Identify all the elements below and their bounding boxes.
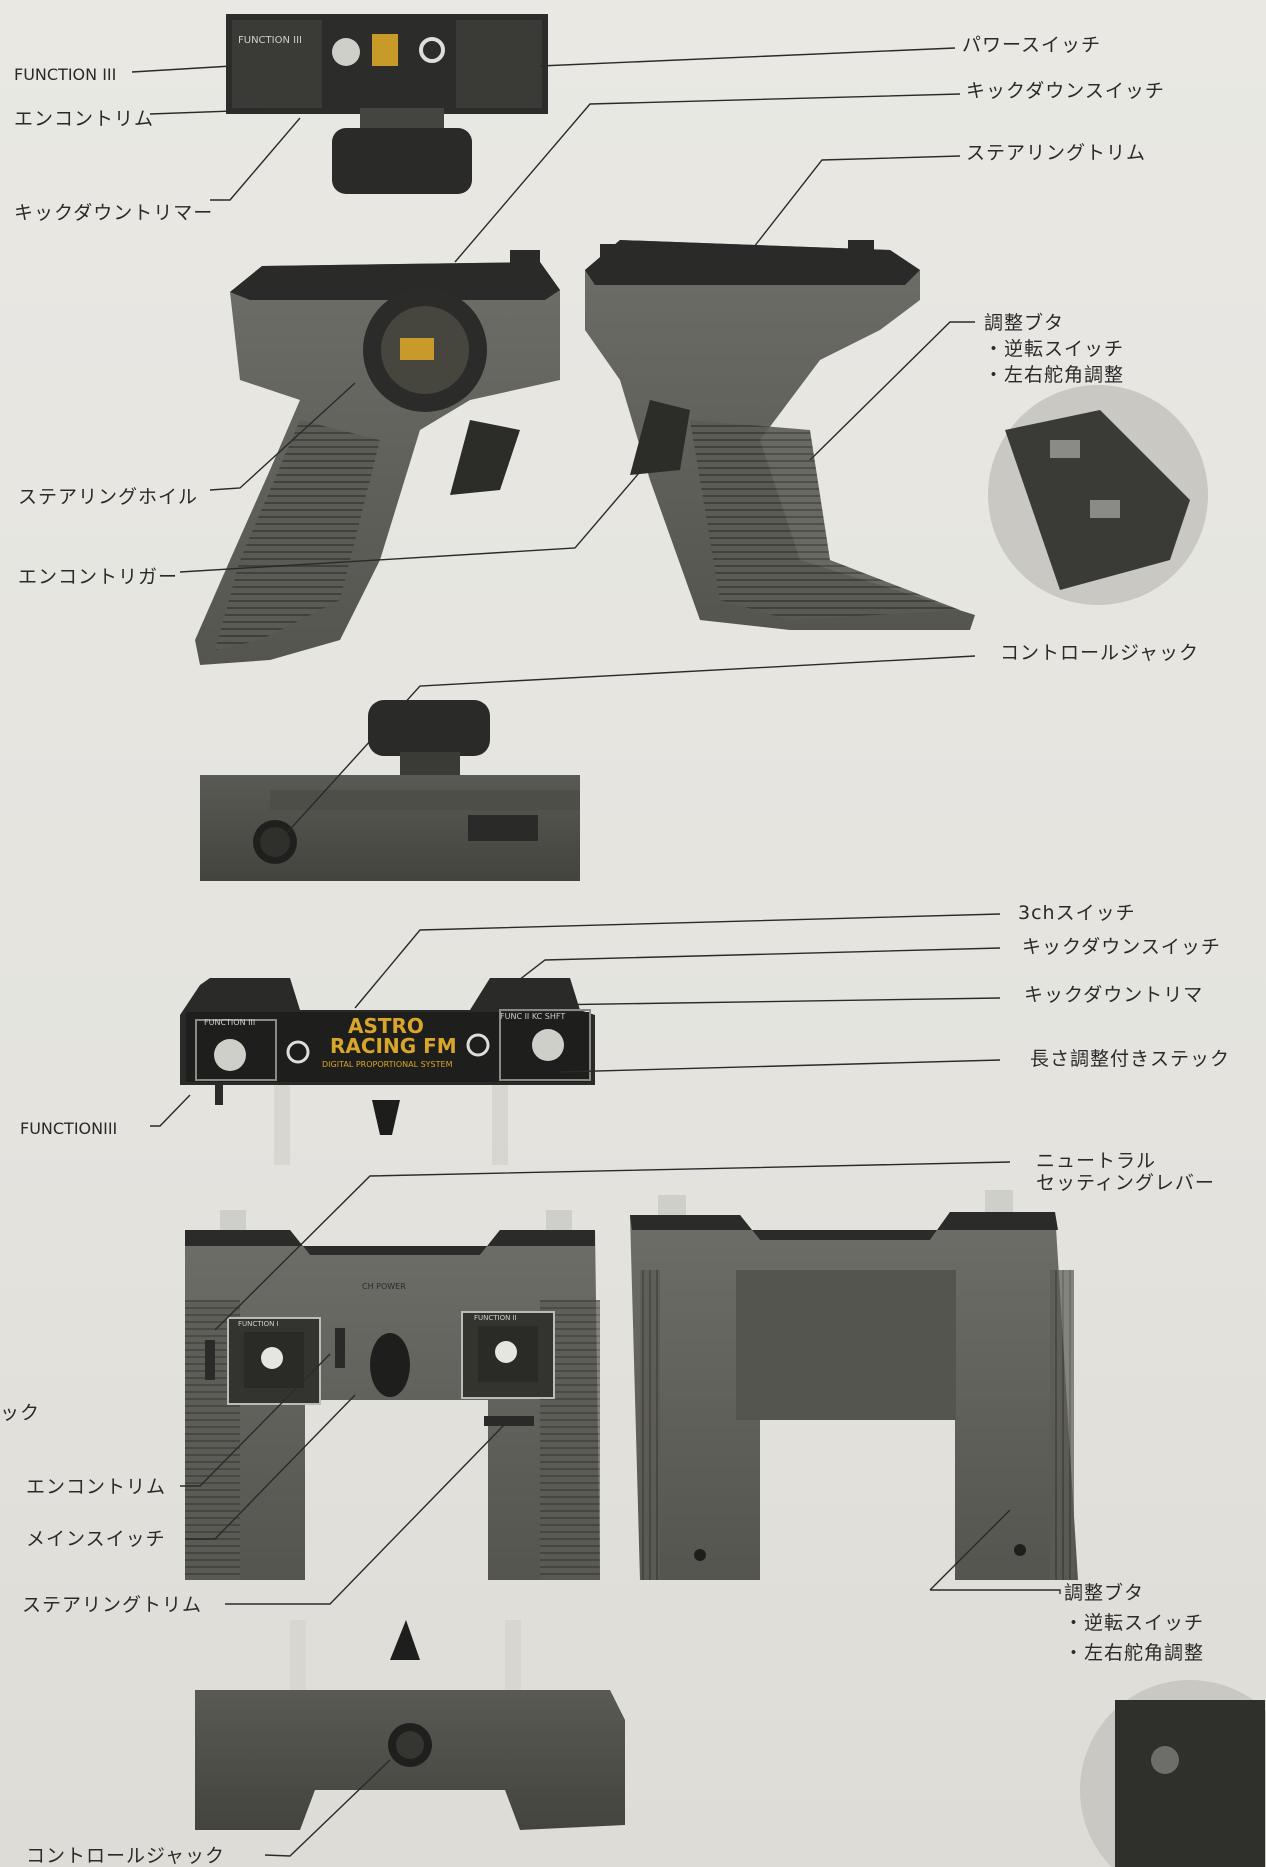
label-kickdown-trimmer-upper: キックダウントリマー [14,202,214,224]
adjust-cover-lower-title: 調整ブタ [1064,1582,1145,1604]
panel-function-iii-upper: FUNCTION III [238,35,302,46]
adjust-cover-upper-item-1: ・逆転スイッチ [984,338,1125,360]
face-front [185,1210,600,1580]
adjust-cover-lower: 調整ブタ ・逆転スイッチ ・左右舵角調整 [1064,1582,1204,1664]
label-control-jack-lower: コントロールジャック [26,1845,226,1867]
adjust-cover-upper-title: 調整ブタ [984,312,1065,334]
label-neutral-setting-lever: ニュートラル セッティングレバー [1036,1150,1215,1194]
label-function-iii-upper: FUNCTION III [14,65,117,84]
panel-function-i: FUNCTION I [238,1320,279,1328]
neutral-lever-line-2: セッティングレバー [1036,1172,1215,1194]
neutral-lever-line-1: ニュートラル [1036,1150,1157,1172]
label-length-adjust-stick: 長さ調整付きステック [1030,1048,1231,1070]
grip-left [195,250,560,665]
face-back [630,1190,1078,1580]
adjust-cover-lower-item-2: ・左右舵角調整 [1064,1642,1205,1664]
label-engine-trim-upper: エンコントリム [14,108,155,130]
label-kickdown-trimmer-lower: キックダウントリマ [1024,984,1204,1006]
top-unit-upper [226,14,548,194]
bottom-unit-lower [195,1620,625,1830]
top-unit-lower [180,978,595,1165]
grip-right [585,240,975,630]
leader-lines [131,47,1061,1857]
label-steering-trim-lower: ステアリングトリム [22,1594,203,1616]
brand-line-1: ASTRO [348,1014,424,1038]
panel-function-ii: FUNCTION II [474,1314,517,1322]
label-kickdown-switch-lower: キックダウンスイッチ [1022,936,1221,958]
inset-detail-lower [1080,1680,1266,1867]
label-steering-trim-upper: ステアリングトリム [966,142,1147,164]
adjust-cover-upper: 調整ブタ ・逆転スイッチ ・左右舵角調整 [984,312,1124,386]
panel-ch-power: CH POWER [362,1282,406,1291]
adjust-cover-lower-item-1: ・逆転スイッチ [1064,1612,1205,1634]
label-engine-trigger: エンコントリガー [18,566,179,588]
inset-detail-upper [988,385,1208,605]
label-power-switch: パワースイッチ [962,34,1102,56]
brand-sub: DIGITAL PROPORTIONAL SYSTEM [322,1060,453,1069]
label-function-iii-lower: FUNCTIONIII [20,1119,118,1138]
panel-func-label: FUNC II KC SHFT [500,1012,566,1021]
label-partial-left: ック [0,1402,41,1424]
label-engine-trim-lower: エンコントリム [26,1476,167,1498]
panel-function-iii-lower: FUNCTION III [204,1018,256,1027]
brand-line-2: RACING FM [330,1034,457,1058]
label-control-jack-upper: コントロールジャック [1000,642,1200,664]
label-steering-wheel: ステアリングホイル [18,486,199,508]
label-3ch-switch: 3chスイッチ [1018,902,1136,924]
side-unit-upper [200,700,580,881]
adjust-cover-upper-item-2: ・左右舵角調整 [984,364,1125,386]
label-kickdown-switch-upper: キックダウンスイッチ [966,80,1165,102]
label-main-switch: メインスイッチ [26,1528,166,1550]
